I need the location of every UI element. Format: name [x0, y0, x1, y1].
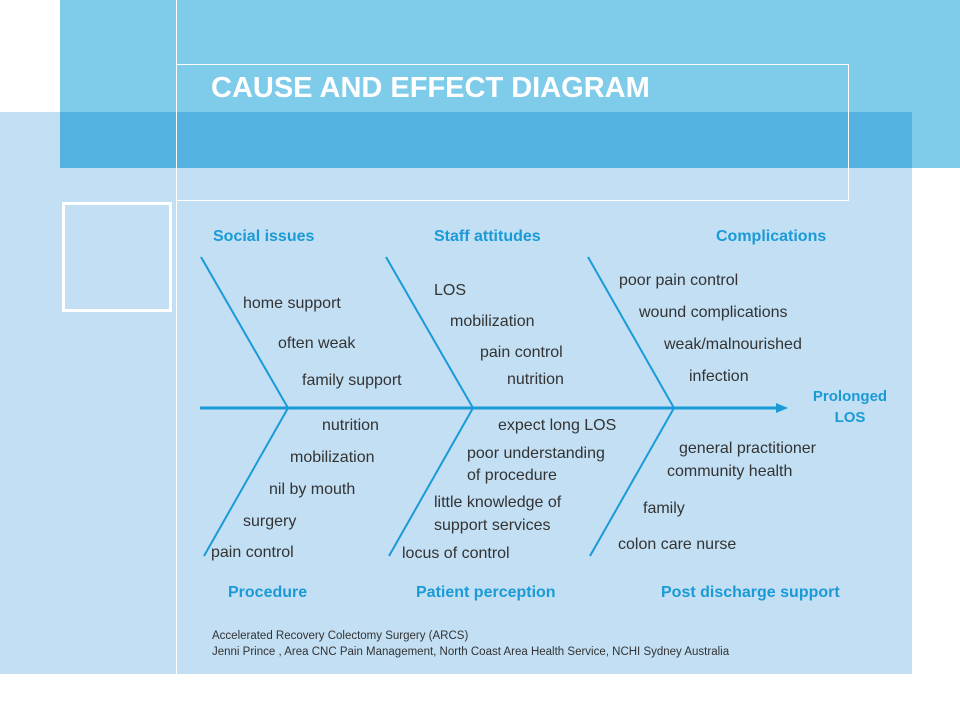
decorative-box	[62, 202, 172, 312]
bone-social	[200, 256, 289, 409]
cause-often-weak: often weak	[278, 335, 356, 352]
effect-label: Prolonged LOS	[795, 386, 905, 428]
cause-nutrition-staff: nutrition	[507, 371, 564, 388]
cause-los: LOS	[434, 282, 467, 299]
cause-surgery: surgery	[243, 513, 297, 530]
cause-infection: infection	[689, 368, 749, 385]
bone-post	[589, 407, 675, 557]
cause-poor-pain-control: poor pain control	[619, 272, 739, 289]
bone-patient	[388, 407, 474, 557]
category-patient-perception: Patient perception	[416, 584, 556, 601]
cause-weak-malnourished: weak/malnourished	[664, 336, 802, 353]
cause-home-support: home support	[243, 295, 341, 312]
title-band	[60, 112, 912, 168]
left-strip	[0, 112, 60, 674]
category-procedure: Procedure	[228, 584, 308, 601]
cause-of-procedure: of procedure	[467, 467, 557, 484]
cause-wound-complications: wound complications	[639, 304, 788, 321]
category-post-discharge-support: Post discharge support	[661, 584, 840, 601]
effect-line-1: Prolonged	[812, 388, 888, 405]
footer-line-2: Jenni Prince , Area CNC Pain Management,…	[212, 646, 730, 658]
cause-nutrition-procedure: nutrition	[322, 417, 379, 434]
spine-arrowhead	[776, 403, 788, 413]
content-panel	[60, 168, 912, 674]
divider-vertical-right	[848, 64, 849, 201]
bone-procedure	[203, 407, 289, 557]
cause-nil-by-mouth: nil by mouth	[269, 481, 356, 498]
divider-horizontal-top	[177, 64, 849, 65]
cause-poor-understanding: poor understanding	[467, 445, 605, 462]
cause-colon-care-nurse: colon care nurse	[618, 536, 737, 553]
cause-family-support: family support	[302, 372, 402, 389]
cause-family: family	[643, 500, 685, 517]
cause-mobilization-staff: mobilization	[450, 313, 535, 330]
category-social-issues: Social issues	[213, 228, 315, 245]
divider-vertical	[176, 0, 177, 674]
cause-pain-control-procedure: pain control	[211, 544, 294, 561]
page-title: CAUSE AND EFFECT DIAGRAM	[211, 72, 650, 104]
cause-general-practitioner: general practitioner	[679, 440, 816, 457]
cause-community-health: community health	[667, 463, 793, 480]
header-background	[60, 0, 960, 112]
footer-line-1: Accelerated Recovery Colectomy Surgery (…	[212, 630, 469, 642]
cause-mobilization-procedure: mobilization	[290, 449, 375, 466]
category-staff-attitudes: Staff attitudes	[434, 228, 541, 245]
cause-expect-long-los: expect long LOS	[498, 417, 617, 434]
effect-line-2: LOS	[834, 409, 866, 426]
divider-horizontal-bottom	[177, 200, 849, 201]
header-background-right	[912, 112, 960, 168]
cause-pain-control-staff: pain control	[480, 344, 563, 361]
category-complications: Complications	[716, 228, 827, 245]
bone-staff	[385, 256, 474, 409]
bone-complications	[587, 256, 675, 409]
cause-little-knowledge: little knowledge of	[434, 494, 562, 511]
cause-locus-of-control: locus of control	[402, 545, 510, 562]
cause-support-services: support services	[434, 517, 551, 534]
